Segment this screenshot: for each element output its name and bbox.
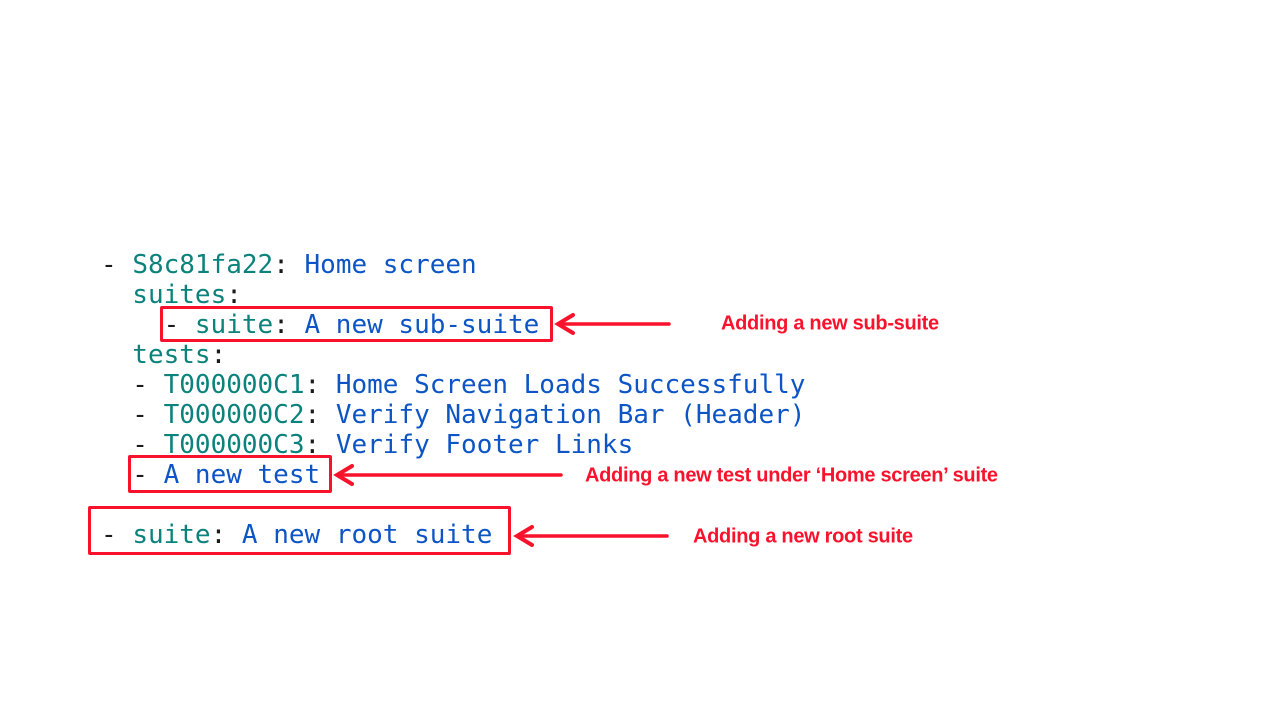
yaml-punctuation: - — [101, 250, 133, 280]
yaml-punctuation: - — [132, 370, 164, 400]
yaml-value: Home Screen Loads Successfully — [335, 370, 806, 400]
annotation-label-root-suite: Adding a new root suite — [693, 525, 913, 548]
yaml-key: suite — [132, 520, 211, 550]
code-line: suites: — [132, 280, 242, 310]
yaml-punctuation: - — [132, 460, 164, 490]
annotation-label-new-test: Adding a new test under ‘Home screen’ su… — [585, 464, 998, 487]
yaml-key: S8c81fa22 — [132, 250, 274, 280]
yaml-value: Home screen — [304, 250, 477, 280]
yaml-punctuation: : — [273, 250, 305, 280]
yaml-punctuation: : — [304, 370, 336, 400]
yaml-key: T000000C1 — [163, 370, 305, 400]
yaml-punctuation: - — [163, 310, 195, 340]
highlight-box-root-suite — [88, 506, 511, 555]
yaml-value: A new root suite — [241, 520, 493, 550]
yaml-punctuation: : — [304, 400, 336, 430]
code-line: - suite: A new sub-suite — [164, 310, 540, 340]
yaml-key: suite — [194, 310, 274, 340]
left-arrow-root-suite — [513, 525, 669, 547]
yaml-punctuation: : — [226, 280, 242, 310]
yaml-punctuation: - — [101, 520, 133, 550]
yaml-value: Verify Navigation Bar (Header) — [335, 400, 806, 430]
code-line: - T000000C2: Verify Navigation Bar (Head… — [132, 400, 805, 430]
code-line: - suite: A new root suite — [101, 520, 492, 550]
yaml-key: suites — [132, 280, 227, 310]
code-line: - A new test — [132, 460, 320, 490]
code-line: tests: — [132, 340, 226, 370]
yaml-value: Verify Footer Links — [335, 430, 634, 460]
left-arrow-sub-suite — [554, 313, 671, 335]
yaml-punctuation: : — [304, 430, 336, 460]
code-line: - T000000C1: Home Screen Loads Successfu… — [132, 370, 805, 400]
left-arrow-new-test — [333, 464, 563, 486]
yaml-punctuation: - — [132, 430, 164, 460]
yaml-value: A new test — [163, 460, 321, 490]
yaml-key: T000000C2 — [163, 400, 305, 430]
yaml-punctuation: : — [210, 340, 227, 370]
yaml-key: tests — [132, 340, 211, 370]
annotation-label-sub-suite: Adding a new sub-suite — [721, 312, 939, 335]
highlight-box-sub-suite — [160, 306, 553, 342]
yaml-punctuation: : — [273, 310, 305, 340]
highlight-box-new-test — [128, 455, 332, 493]
yaml-value: A new sub-suite — [304, 310, 540, 340]
code-line: - S8c81fa22: Home screen — [101, 250, 477, 280]
yaml-punctuation: : — [210, 520, 242, 550]
yaml-punctuation: - — [132, 400, 164, 430]
